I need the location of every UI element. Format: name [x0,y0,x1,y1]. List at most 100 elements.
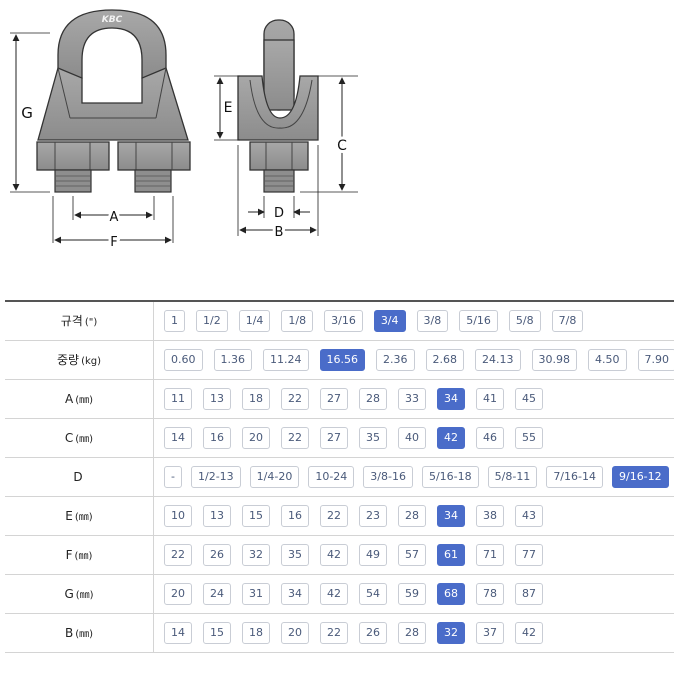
option-chip[interactable]: 24 [203,582,231,605]
option-chip[interactable]: 7/16-14 [546,465,603,488]
option-chip[interactable]: 1 [164,309,185,332]
option-chip-selected[interactable]: 61 [437,543,465,566]
option-chip-selected[interactable]: 68 [437,582,465,605]
option-chip[interactable]: 28 [398,621,426,644]
option-chip[interactable]: 49 [359,543,387,566]
option-chip-group: 14 16 20 22 27 35 40 42 46 55 [153,418,674,458]
option-chip-selected[interactable]: 34 [437,387,465,410]
option-chip[interactable]: 38 [476,504,504,527]
option-chip[interactable]: 2.36 [376,348,415,371]
option-chip[interactable]: 42 [515,621,543,644]
option-chip[interactable]: 1/4 [238,309,271,332]
option-chip[interactable]: 28 [359,387,387,410]
option-chip[interactable]: 45 [515,387,543,410]
option-chip[interactable]: 10 [164,504,192,527]
row-unit: (㎜) [75,434,94,445]
option-chip-selected[interactable]: 32 [437,621,465,644]
option-chip[interactable]: 34 [281,582,309,605]
row-label-cell: F(㎜) [5,535,154,575]
option-chip[interactable]: 3/8 [416,309,449,332]
option-chip[interactable]: 22 [281,426,309,449]
option-chip[interactable]: 30.98 [531,348,577,371]
option-chip[interactable]: 15 [242,504,270,527]
option-chip-selected[interactable]: 34 [437,504,465,527]
option-chip[interactable]: 22 [164,543,192,566]
option-chip[interactable]: 26 [203,543,231,566]
option-chip[interactable]: 54 [359,582,387,605]
option-chip[interactable]: 5/8 [508,309,541,332]
option-chip[interactable]: 28 [398,504,426,527]
option-chip[interactable]: 43 [515,504,543,527]
option-chip[interactable]: 27 [320,426,348,449]
option-chip[interactable]: 32 [242,543,270,566]
option-chip[interactable]: 1/4-20 [249,465,300,488]
option-chip-group: 20 24 31 34 42 54 59 68 78 87 [153,574,674,614]
option-chip[interactable]: 26 [359,621,387,644]
option-chip[interactable]: 5/16 [459,309,498,332]
option-chip[interactable]: 24.13 [475,348,521,371]
option-chip[interactable]: 1/8 [281,309,314,332]
option-chip[interactable]: 33 [398,387,426,410]
option-chip[interactable]: 7.90 [637,348,674,371]
option-chip[interactable]: 41 [476,387,504,410]
option-chip-selected[interactable]: 9/16-12 [611,465,669,488]
option-chip[interactable]: 31 [242,582,270,605]
option-chip[interactable]: 71 [476,543,504,566]
option-chip[interactable]: 59 [398,582,426,605]
option-chip[interactable]: 1/2 [196,309,228,332]
option-chip[interactable]: 16 [281,504,309,527]
option-chip[interactable]: 4.50 [588,348,627,371]
option-chip[interactable]: 2.68 [425,348,464,371]
option-chip-selected[interactable]: 42 [437,426,465,449]
option-chip[interactable]: 13 [203,504,231,527]
option-chip[interactable]: 57 [398,543,426,566]
option-chip[interactable]: - [164,465,182,488]
option-chip[interactable]: 40 [398,426,426,449]
option-chip[interactable]: 5/8-11 [487,465,538,488]
option-chip-selected[interactable]: 3/4 [373,309,406,332]
option-chip[interactable]: 5/16-18 [421,465,479,488]
option-chip[interactable]: 11.24 [263,348,309,371]
option-chip[interactable]: 18 [242,387,270,410]
option-chip[interactable]: 1/2-13 [190,465,241,488]
option-chip[interactable]: 3/8-16 [363,465,413,488]
option-chip[interactable]: 11 [164,387,192,410]
option-chip[interactable]: 14 [164,621,192,644]
dimension-label-g: G [21,104,33,122]
option-chip[interactable]: 10-24 [308,465,355,488]
option-chip[interactable]: 13 [203,387,231,410]
option-chip[interactable]: 27 [320,387,348,410]
option-chip[interactable]: 20 [242,426,270,449]
option-chip[interactable]: 55 [515,426,543,449]
option-chip[interactable]: 35 [359,426,387,449]
row-label-cell: C(㎜) [5,418,154,458]
option-chip[interactable]: 20 [281,621,309,644]
option-chip[interactable]: 42 [320,543,348,566]
option-chip[interactable]: 3/16 [324,309,363,332]
option-chip[interactable]: 14 [164,426,192,449]
option-chip[interactable]: 18 [242,621,270,644]
option-chip[interactable]: 0.60 [164,348,203,371]
option-chip[interactable]: 78 [476,582,504,605]
option-chip[interactable]: 1.36 [213,348,252,371]
option-chip[interactable]: 15 [203,621,231,644]
option-chip[interactable]: 77 [515,543,543,566]
option-chip[interactable]: 7/8 [551,309,584,332]
option-chip[interactable]: 87 [515,582,543,605]
option-chip[interactable]: 23 [359,504,387,527]
option-chip[interactable]: 37 [476,621,504,644]
option-chip[interactable]: 42 [320,582,348,605]
option-chip-selected[interactable]: 16.56 [319,348,365,371]
row-unit: (㎜) [75,395,94,406]
option-chip[interactable]: 22 [281,387,309,410]
option-chip[interactable]: 20 [164,582,192,605]
option-chip[interactable]: 35 [281,543,309,566]
option-chip[interactable]: 22 [320,504,348,527]
option-chip[interactable]: 16 [203,426,231,449]
option-chip[interactable]: 46 [476,426,504,449]
option-chip[interactable]: 22 [320,621,348,644]
